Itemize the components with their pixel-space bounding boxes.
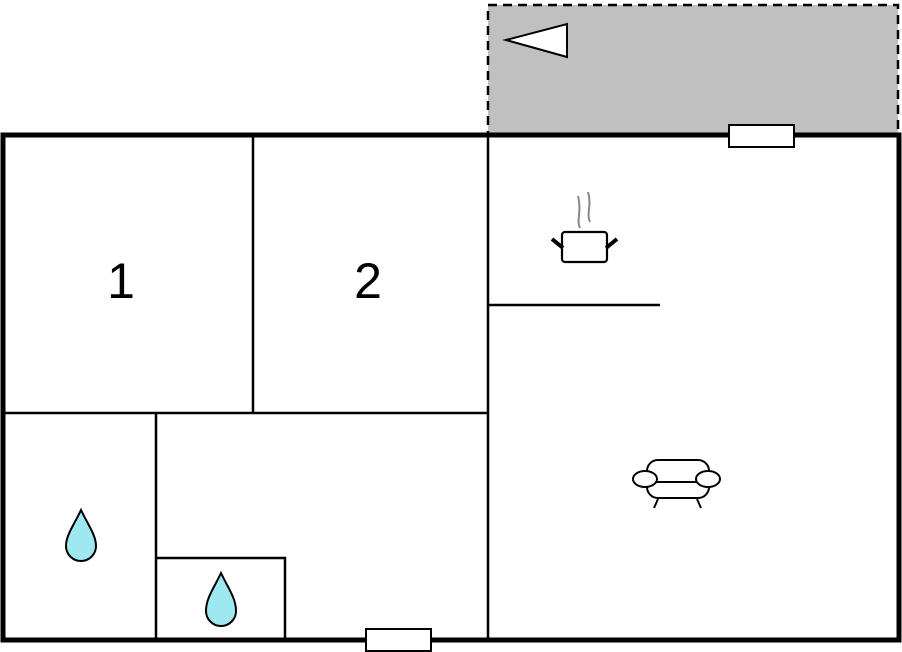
compass-arrow-icon [502,22,568,59]
sofa-icon [632,459,721,509]
window-top [728,124,795,148]
window-bottom [365,628,432,652]
water-drop-icon [204,570,238,627]
room-1-label: 1 [107,253,135,309]
terrace [486,3,900,137]
outer-wall [0,132,902,643]
interior-walls [3,135,660,640]
water-drop-icon [64,507,98,562]
cooking-pot-icon [550,191,619,264]
room-2-label: 2 [354,253,382,309]
